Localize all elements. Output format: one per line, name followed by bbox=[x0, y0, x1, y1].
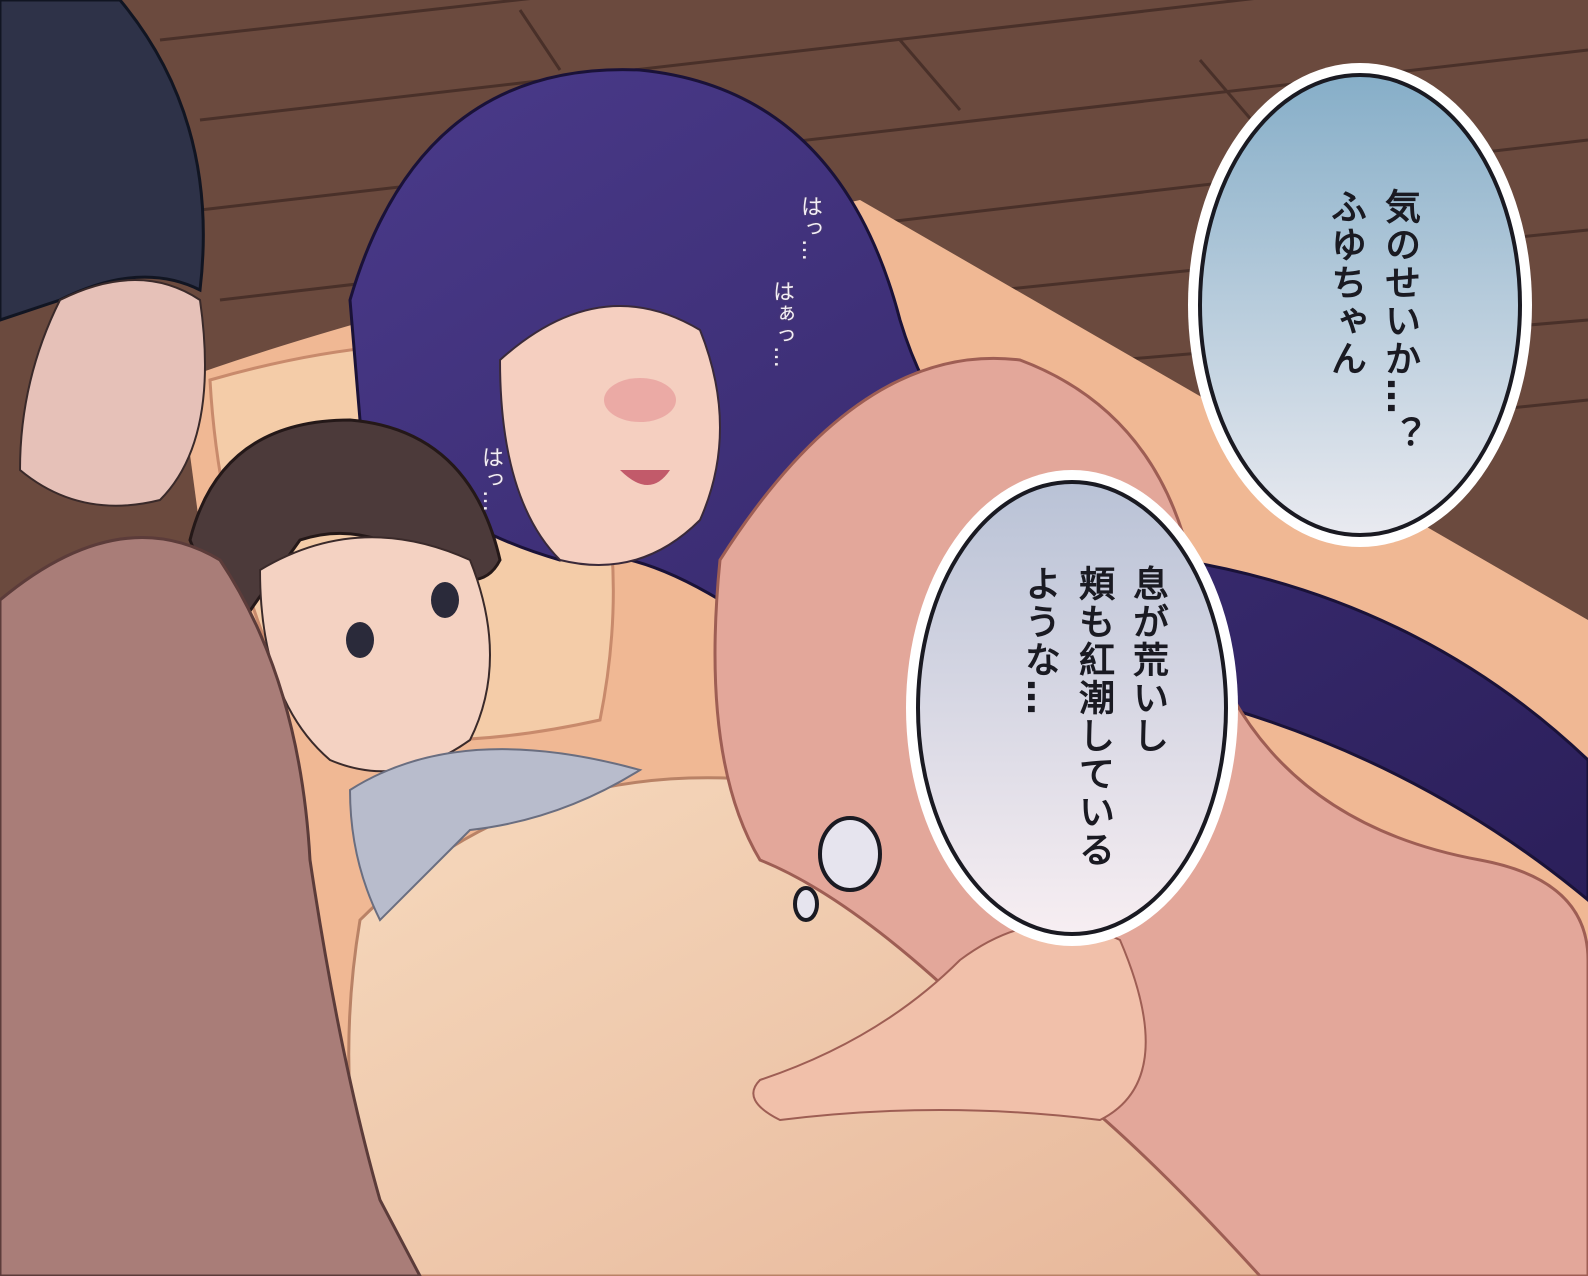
thought-dot-large bbox=[818, 816, 882, 892]
man-body bbox=[0, 536, 422, 1276]
woman-blush bbox=[604, 378, 676, 422]
speech-bubble-2 bbox=[906, 470, 1238, 946]
thought-dot-small bbox=[793, 886, 819, 922]
sound-effect-breath-1: はっ… bbox=[797, 195, 822, 261]
woman-face bbox=[498, 305, 721, 566]
man-hair bbox=[0, 0, 205, 322]
woman-mouth bbox=[620, 470, 670, 485]
speech-bubble-2-text: 息が荒いし 頬も紅潮している ような… bbox=[1019, 565, 1168, 869]
child-eye bbox=[346, 622, 374, 658]
speech-bubble-1 bbox=[1188, 63, 1532, 547]
sound-effect-breath-2: はぁっ… bbox=[769, 280, 794, 368]
man-face bbox=[18, 279, 206, 507]
child-shirt bbox=[348, 748, 643, 922]
speech-bubble-1-text: 気のせいか…？ ふゆちゃん bbox=[1325, 188, 1420, 454]
child-eye bbox=[431, 582, 459, 618]
sound-effect-breath-3: はっ… bbox=[478, 446, 503, 512]
